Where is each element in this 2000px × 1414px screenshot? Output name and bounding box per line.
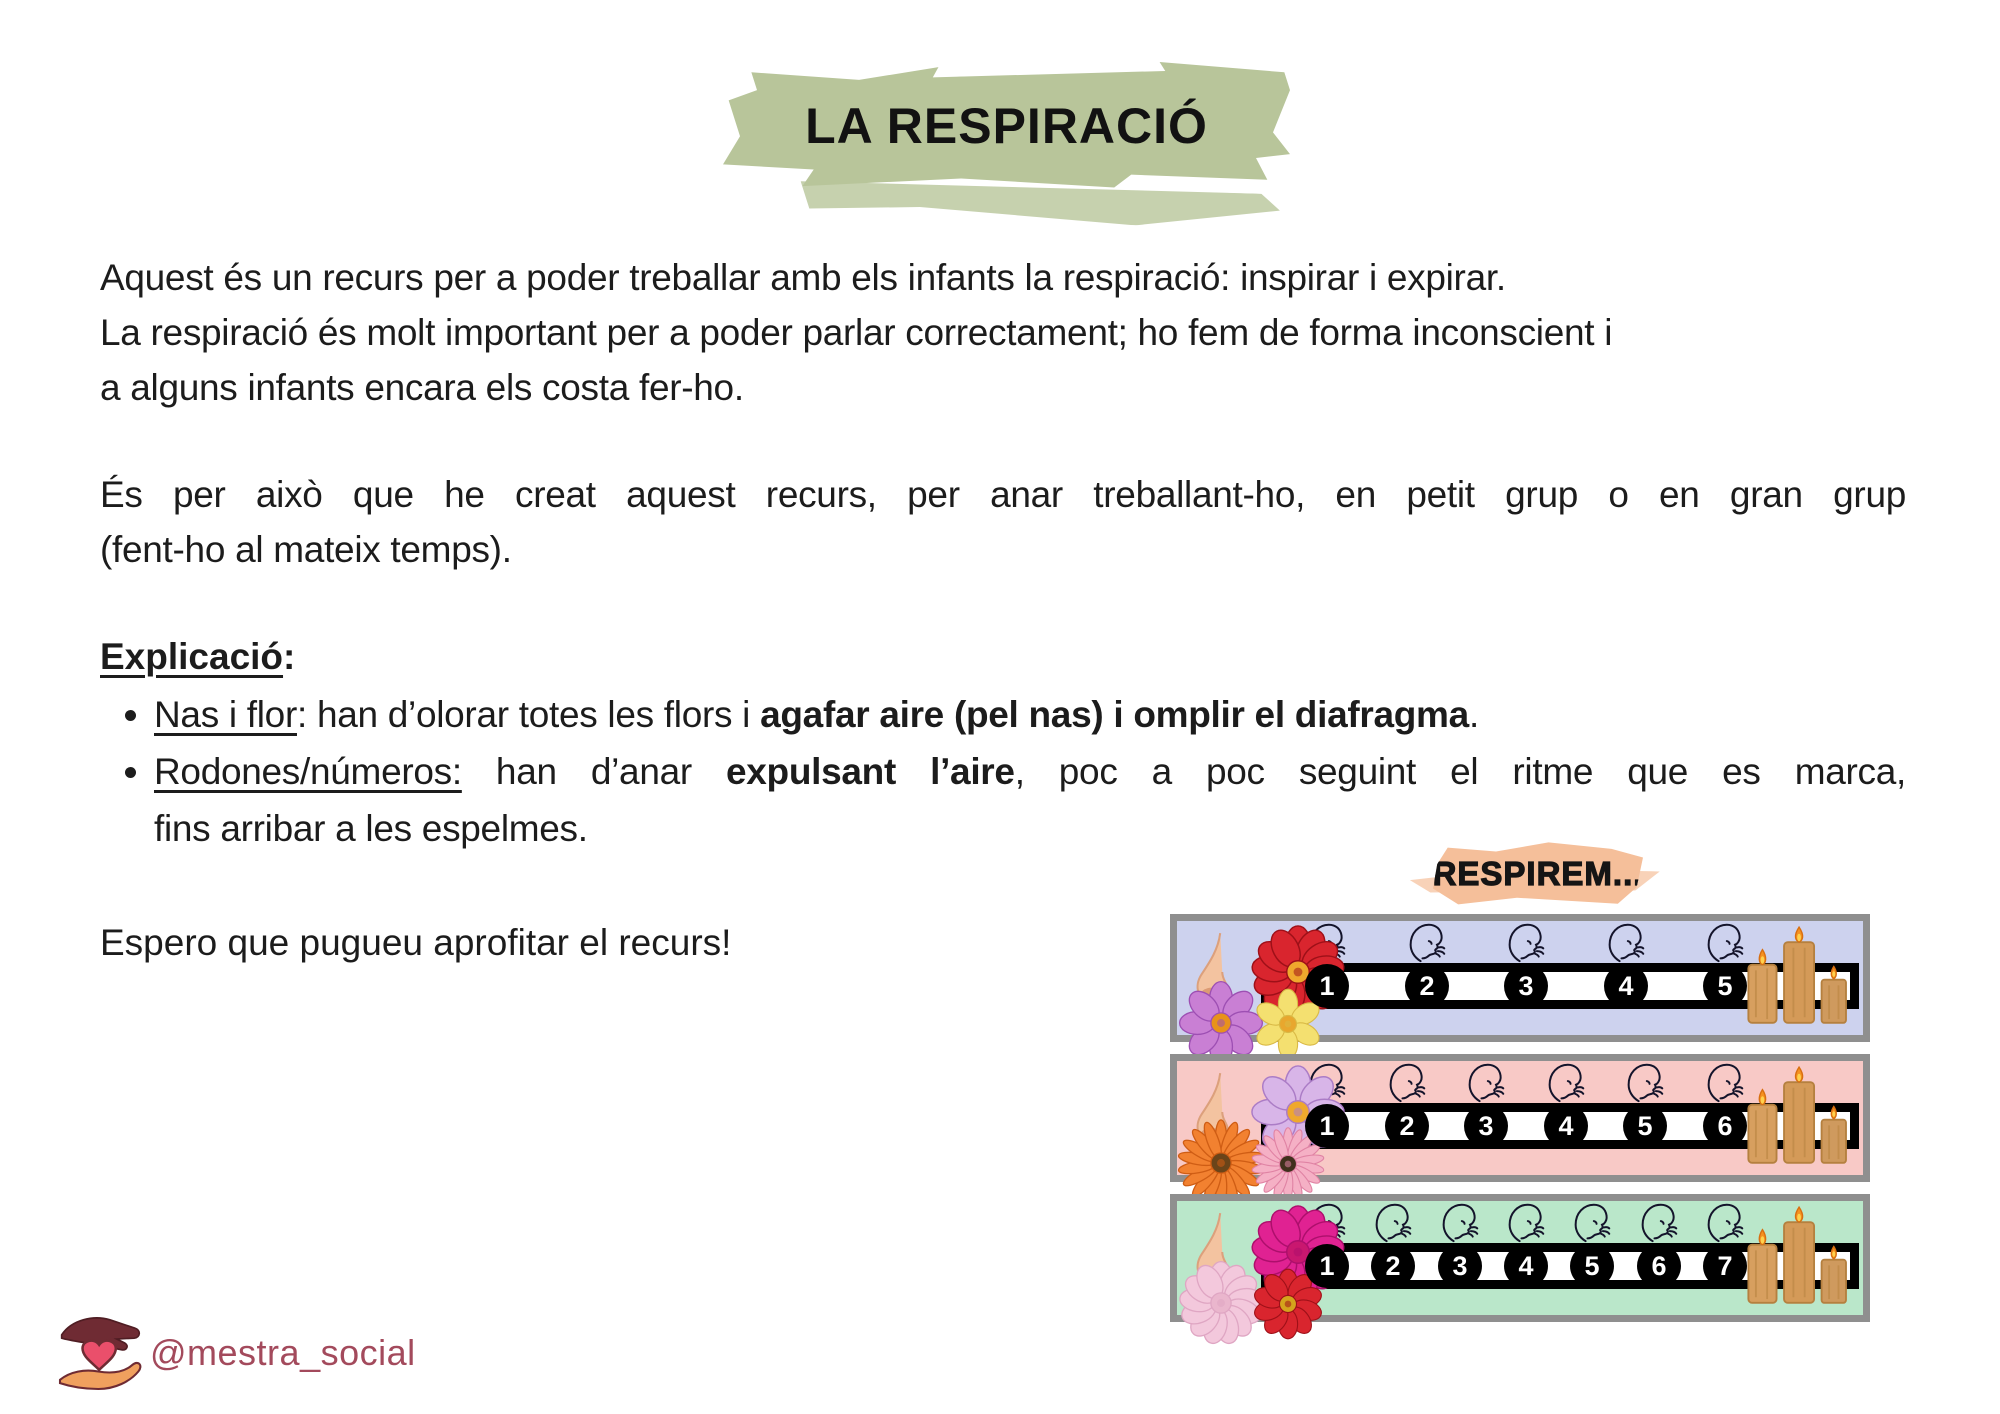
exhale-face-icon [1409,923,1446,963]
number-circle: 5 [1703,964,1747,1008]
intro-p1-line3: a alguns infants encara els costa fer-ho… [100,367,744,408]
number-circle: 5 [1570,1244,1614,1288]
exhale-face-icon [1707,1063,1744,1103]
number-label: 5 [1637,1110,1653,1141]
exhale-face-icon [1707,923,1744,963]
number-label: 4 [1618,970,1634,1001]
number-circle: 3 [1464,1104,1508,1148]
number-label: 2 [1399,1110,1415,1141]
number-circle: 3 [1504,964,1548,1008]
number-label: 3 [1518,970,1534,1001]
number-label: 1 [1319,970,1335,1001]
hands-heart-logo-icon [58,1317,142,1391]
number-circle: 2 [1371,1244,1415,1288]
candles-icon [1747,925,1847,1024]
number-label: 6 [1651,1250,1667,1281]
number-label: 2 [1419,970,1435,1001]
bullet2-lead: Rodones/números: [154,751,462,792]
number-circle: 1 [1305,1104,1349,1148]
number-circle: 6 [1703,1104,1747,1148]
intro-paragraph-1: Aquest és un recurs per a poder treballa… [100,250,1906,415]
breathing-strip-2: 1 2 3 4 5 [1170,1054,1870,1207]
candles-icon [1747,1205,1847,1304]
number-label: 3 [1452,1250,1468,1281]
exhale-face-icon [1707,1203,1744,1243]
spacer [100,577,1906,629]
pink-gerbera-flower-icon [1251,1127,1325,1201]
exhale-face-icon [1442,1203,1479,1243]
closing-line: Espero que pugueu aprofitar el recurs! [100,922,732,963]
exhale-face-icon [1468,1063,1505,1103]
exhale-face-icon [1574,1203,1611,1243]
intro-p1-line1: Aquest és un recurs per a poder treballa… [100,257,1506,298]
number-label: 5 [1584,1250,1600,1281]
yellow-flower-icon [1256,988,1320,1060]
number-label: 5 [1717,970,1733,1001]
text-column: Aquest és un recurs per a poder treballa… [100,250,1906,1007]
number-circle: 3 [1438,1244,1482,1288]
explanation-bullet-circles-numbers: Rodones/números: han d’anar expulsant l’… [154,743,1906,857]
number-circle: 2 [1405,964,1449,1008]
exhale-face-icon [1627,1063,1664,1103]
number-circle: 7 [1703,1244,1747,1288]
bullet1-end: . [1468,694,1479,735]
breathing-strip-3: 1 2 3 4 5 [1170,1194,1870,1345]
bullet2-line2: fins arribar a les espelmes. [154,808,588,849]
explanation-bullet-nose-flower: Nas i flor: han d’olorar totes les flors… [154,686,1906,743]
bullet1-mid: : han d’olorar totes les flors i [296,694,761,735]
intro-p1-line2: La respiració és molt important per a po… [100,312,1613,353]
exhale-face-icon [1508,1203,1545,1243]
bullet2-bold: expulsant l’aire [725,751,1015,792]
social-handle: @mestra_social [150,1332,416,1373]
number-label: 1 [1319,1250,1335,1281]
number-label: 4 [1558,1110,1574,1141]
number-circle: 4 [1604,964,1648,1008]
number-label: 4 [1518,1250,1534,1281]
spacer [100,415,1906,467]
number-circle: 6 [1637,1244,1681,1288]
intro-p2-line1: És per això que he creat aquest recurs, … [100,474,1906,515]
exhale-face-icon [1375,1203,1412,1243]
number-label: 7 [1717,1250,1733,1281]
number-circle: 5 [1623,1104,1667,1148]
title-banner: LA RESPIRACIÓ [723,62,1290,188]
number-circle: 1 [1305,1244,1349,1288]
number-circle: 2 [1385,1104,1429,1148]
number-circle: 4 [1544,1104,1588,1148]
page-title: LA RESPIRACIÓ [805,98,1208,154]
exhale-face-icon [1548,1063,1585,1103]
bullet1-lead: Nas i flor [154,694,297,735]
number-label: 1 [1319,1110,1335,1141]
explanation-heading-colon: : [283,636,296,677]
candles-icon [1747,1065,1847,1164]
exhale-face-icon [1608,923,1645,963]
bullet2-mid: han d’anar [461,751,726,792]
explanation-list: Nas i flor: han d’olorar totes les flors… [100,686,1906,857]
title-brush-smear-bottom [800,178,1281,231]
red-flower-icon [1254,1268,1322,1340]
number-circle: 4 [1504,1244,1548,1288]
bullet2-end1: , poc a poc seguint el ritme que es marc… [1014,751,1907,792]
number-circle: 1 [1305,964,1349,1008]
respirem-badge: RESPIREM... [1432,842,1644,905]
breathing-strip-1: 1 2 3 4 5 [1170,914,1870,1066]
intro-p2-line2: (fent-ho al mateix temps). [100,529,512,570]
intro-paragraph-2: És per això que he creat aquest recurs, … [100,467,1906,577]
bullet1-bold: agafar aire (pel nas) i omplir el diafra… [760,694,1469,735]
number-label: 3 [1478,1110,1494,1141]
exhale-face-icon [1641,1203,1678,1243]
number-label: 2 [1385,1250,1401,1281]
explanation-heading-word: Explicació [100,636,284,677]
exhale-face-icon [1508,923,1545,963]
explanation-heading: Explicació: [100,629,1906,684]
exhale-face-icon [1389,1063,1426,1103]
pale-pink-flower-icon [1179,1260,1263,1345]
number-label: 6 [1717,1110,1733,1141]
respirem-label: RESPIREM... [1432,854,1644,892]
bullet2-line1: Rodones/números: han d’anar expulsant l’… [154,743,1906,800]
